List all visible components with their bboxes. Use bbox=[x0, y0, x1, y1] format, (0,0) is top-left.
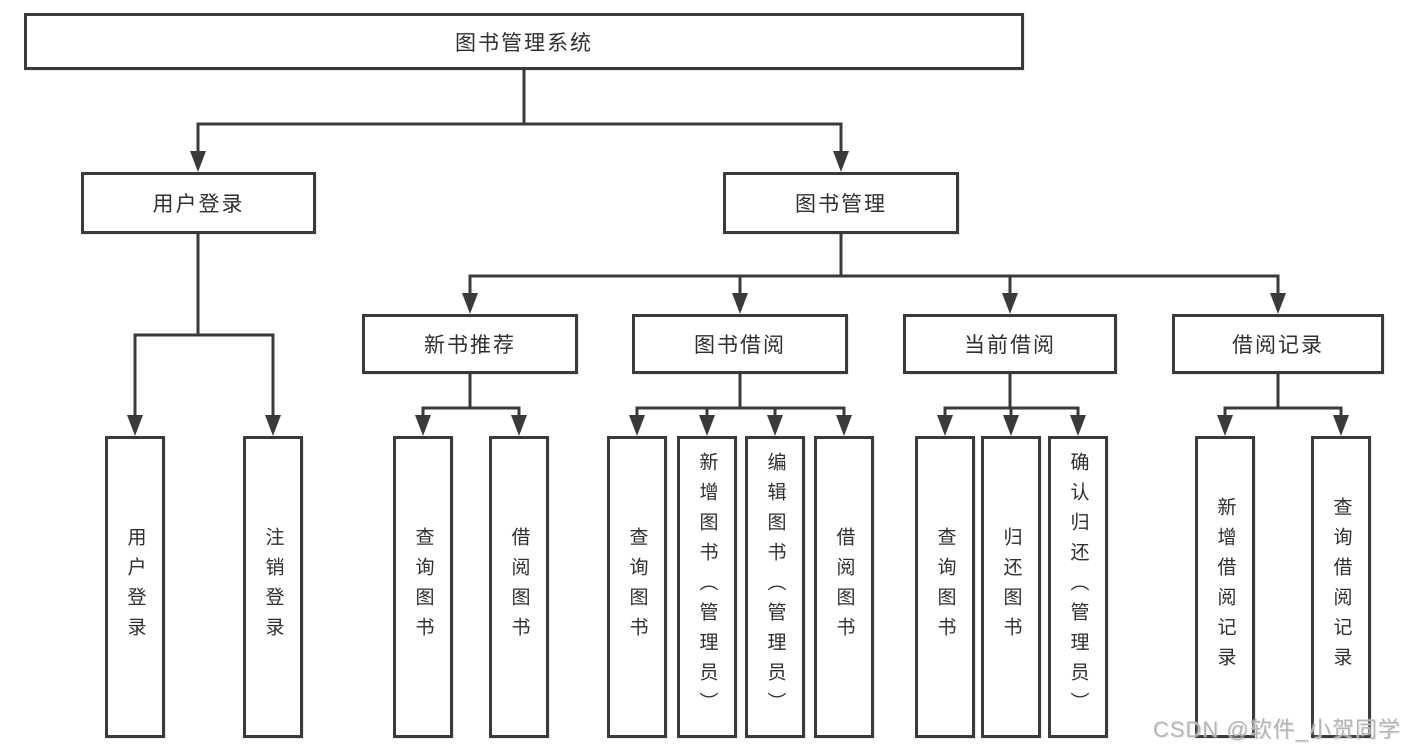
leaf-records-query-record-label: 查询借阅记录 bbox=[1330, 497, 1352, 677]
leaf-borrow-borrow-books-label: 借阅图书 bbox=[833, 527, 855, 647]
branch-borrow-records: 借阅记录 bbox=[1172, 314, 1384, 374]
leaf-user-login: 用户登录 bbox=[105, 436, 165, 738]
leaf-borrow-edit-books-admin: 编辑图书（管理员） bbox=[745, 436, 805, 738]
leaf-current-query-books-label: 查询图书 bbox=[934, 527, 956, 647]
branch-user-login-label: 用户登录 bbox=[152, 193, 245, 216]
leaf-borrow-add-books-admin-label: 新增图书（管理员） bbox=[696, 452, 718, 722]
arrowheads bbox=[127, 151, 1349, 436]
leaf-user-login-label: 用户登录 bbox=[124, 527, 146, 647]
leaf-records-add-record-label: 新增借阅记录 bbox=[1214, 497, 1236, 677]
leaf-records-query-record: 查询借阅记录 bbox=[1311, 436, 1371, 738]
branch-current-borrow-label: 当前借阅 bbox=[964, 334, 1056, 357]
leaf-records-add-record: 新增借阅记录 bbox=[1195, 436, 1255, 738]
leaf-current-confirm-return-admin-label: 确认归还（管理员） bbox=[1067, 452, 1089, 722]
branch-book-borrow-label: 图书借阅 bbox=[694, 334, 786, 357]
branch-borrow-records-label: 借阅记录 bbox=[1232, 334, 1324, 357]
leaf-newbook-query-books: 查询图书 bbox=[393, 436, 453, 738]
branch-book-borrow: 图书借阅 bbox=[632, 314, 848, 374]
branch-current-borrow: 当前借阅 bbox=[903, 314, 1117, 374]
leaf-borrow-query-books-label: 查询图书 bbox=[626, 527, 648, 647]
leaf-borrow-borrow-books: 借阅图书 bbox=[814, 436, 874, 738]
branch-new-book-recommend: 新书推荐 bbox=[362, 314, 578, 374]
branch-user-login: 用户登录 bbox=[81, 172, 316, 234]
leaf-current-return-books-label: 归还图书 bbox=[1000, 527, 1022, 647]
branch-book-management: 图书管理 bbox=[723, 172, 959, 234]
leaf-current-confirm-return-admin: 确认归还（管理员） bbox=[1048, 436, 1108, 738]
leaf-newbook-borrow-books-label: 借阅图书 bbox=[508, 527, 530, 647]
leaf-current-return-books: 归还图书 bbox=[981, 436, 1041, 738]
node-root-label: 图书管理系统 bbox=[455, 31, 593, 55]
leaf-current-query-books: 查询图书 bbox=[915, 436, 975, 738]
leaf-borrow-query-books: 查询图书 bbox=[607, 436, 667, 738]
leaf-newbook-query-books-label: 查询图书 bbox=[412, 527, 434, 647]
branch-new-book-recommend-label: 新书推荐 bbox=[424, 334, 516, 357]
leaf-newbook-borrow-books: 借阅图书 bbox=[489, 436, 549, 738]
leaf-borrow-add-books-admin: 新增图书（管理员） bbox=[677, 436, 737, 738]
branch-book-management-label: 图书管理 bbox=[795, 193, 887, 216]
node-root: 图书管理系统 bbox=[24, 13, 1024, 70]
watermark: CSDN @软件_小贺同学 bbox=[1152, 717, 1401, 742]
leaf-logout: 注销登录 bbox=[243, 436, 303, 738]
leaf-logout-label: 注销登录 bbox=[262, 527, 284, 647]
leaf-borrow-edit-books-admin-label: 编辑图书（管理员） bbox=[764, 452, 786, 722]
